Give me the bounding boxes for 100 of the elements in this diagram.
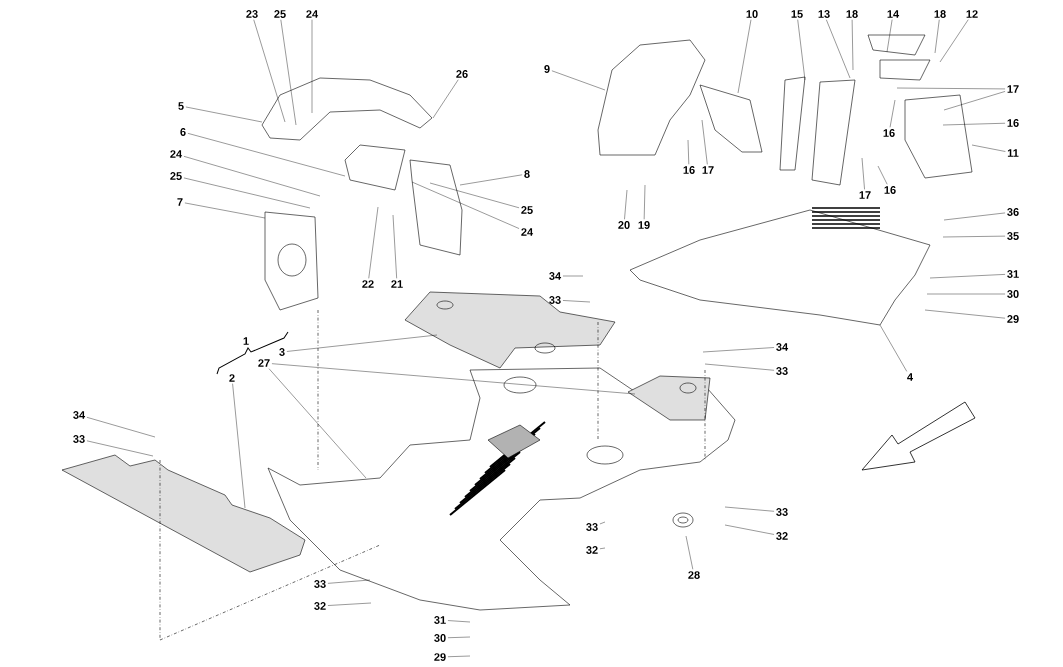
leader-line: [943, 91, 1006, 111]
callout-number: 29: [434, 653, 446, 661]
callout-number: 24: [306, 10, 319, 18]
callout-number: 26: [456, 70, 468, 78]
leader-line: [447, 620, 471, 623]
leader-line: [392, 214, 397, 279]
leader-line: [368, 206, 379, 279]
callout-number: 28: [688, 571, 700, 579]
callout-number: 16: [1007, 119, 1019, 127]
callout-number: 33: [586, 523, 598, 531]
callout-number: 35: [1007, 232, 1019, 240]
callout-number: 8: [524, 170, 530, 178]
leader-line: [185, 106, 263, 123]
callout-number: 31: [1007, 270, 1019, 278]
callout-number: 10: [746, 10, 758, 18]
leader-line: [268, 368, 367, 479]
leader-line: [311, 19, 313, 114]
callout-number: 16: [884, 186, 896, 194]
leader-line: [447, 636, 471, 638]
callout-number: 33: [314, 580, 326, 588]
leader-line: [971, 144, 1006, 152]
leader-line: [599, 521, 606, 525]
leader-line: [896, 87, 1006, 90]
leader-line: [851, 19, 854, 71]
leader-line: [797, 19, 806, 81]
callout-number: 34: [549, 272, 562, 280]
callout-number: 31: [434, 616, 446, 624]
leader-line: [432, 79, 459, 119]
leader-line: [702, 347, 775, 353]
callout-number: 12: [966, 10, 978, 18]
callout-number: 33: [776, 508, 788, 516]
callout-number: 21: [391, 280, 403, 288]
leader-line: [724, 506, 775, 512]
leader-line: [889, 99, 896, 128]
leader-line: [877, 165, 888, 185]
leader-line: [939, 19, 969, 63]
callout-number: 13: [818, 10, 830, 18]
leader-line: [187, 133, 346, 177]
leader-line: [879, 324, 907, 372]
leader-line: [924, 309, 1006, 319]
callout-number: 1: [243, 337, 249, 345]
callout-number: 33: [776, 367, 788, 375]
callout-number: 14: [887, 10, 900, 18]
callout-number: 30: [434, 634, 446, 642]
leader-line: [737, 19, 752, 94]
leader-line: [86, 417, 156, 438]
leader-line: [447, 655, 471, 657]
leader-line: [704, 363, 775, 371]
leader-line: [280, 19, 297, 126]
callout-number: 17: [702, 166, 714, 174]
callout-number: 22: [362, 280, 374, 288]
callout-number: 18: [846, 10, 858, 18]
leader-line: [599, 547, 606, 549]
leader-line: [685, 535, 694, 570]
callout-number: 36: [1007, 208, 1019, 216]
leader-line: [459, 174, 523, 186]
leader-line: [183, 156, 321, 197]
leader-line: [232, 383, 246, 509]
callout-number: 25: [521, 206, 533, 214]
leader-line: [943, 212, 1006, 221]
leader-line: [562, 275, 584, 277]
callout-number: 34: [776, 343, 789, 351]
leader-line: [826, 19, 851, 79]
callout-number: 7: [177, 198, 183, 206]
leader-line: [184, 202, 266, 219]
callout-number: 30: [1007, 290, 1019, 298]
leader-line: [286, 334, 438, 352]
leader-line: [271, 363, 636, 395]
callout-number: 15: [791, 10, 803, 18]
leader-line: [942, 235, 1006, 238]
callout-number: 32: [586, 546, 598, 554]
leader-line: [327, 579, 371, 584]
callout-number: 25: [170, 172, 182, 180]
callout-number: 16: [883, 129, 895, 137]
leader-line: [183, 177, 311, 209]
callout-number: 32: [776, 532, 788, 540]
leader-line: [886, 19, 893, 53]
callout-number: 24: [170, 150, 183, 158]
leader-line: [411, 181, 520, 229]
leader-line: [724, 524, 775, 535]
leader-line: [643, 184, 646, 220]
callout-number: 11: [1007, 149, 1019, 157]
leader-line: [86, 440, 154, 457]
callout-number: 24: [521, 228, 534, 236]
leader-line: [429, 182, 520, 208]
callout-number: 18: [934, 10, 946, 18]
callout-number: 23: [246, 10, 258, 18]
leader-line: [942, 123, 1006, 126]
callout-number: 5: [178, 102, 184, 110]
leader-line: [551, 70, 606, 91]
callout-number: 17: [1007, 85, 1019, 93]
callout-number: 27: [258, 359, 270, 367]
callout-number: 34: [73, 411, 86, 419]
callout-number: 20: [618, 221, 630, 229]
leader-line: [687, 139, 690, 165]
leader-line: [253, 19, 286, 123]
callout-number: 29: [1007, 315, 1019, 323]
leader-line: [562, 300, 591, 303]
callout-number: 3: [279, 348, 285, 356]
callout-number: 33: [549, 296, 561, 304]
